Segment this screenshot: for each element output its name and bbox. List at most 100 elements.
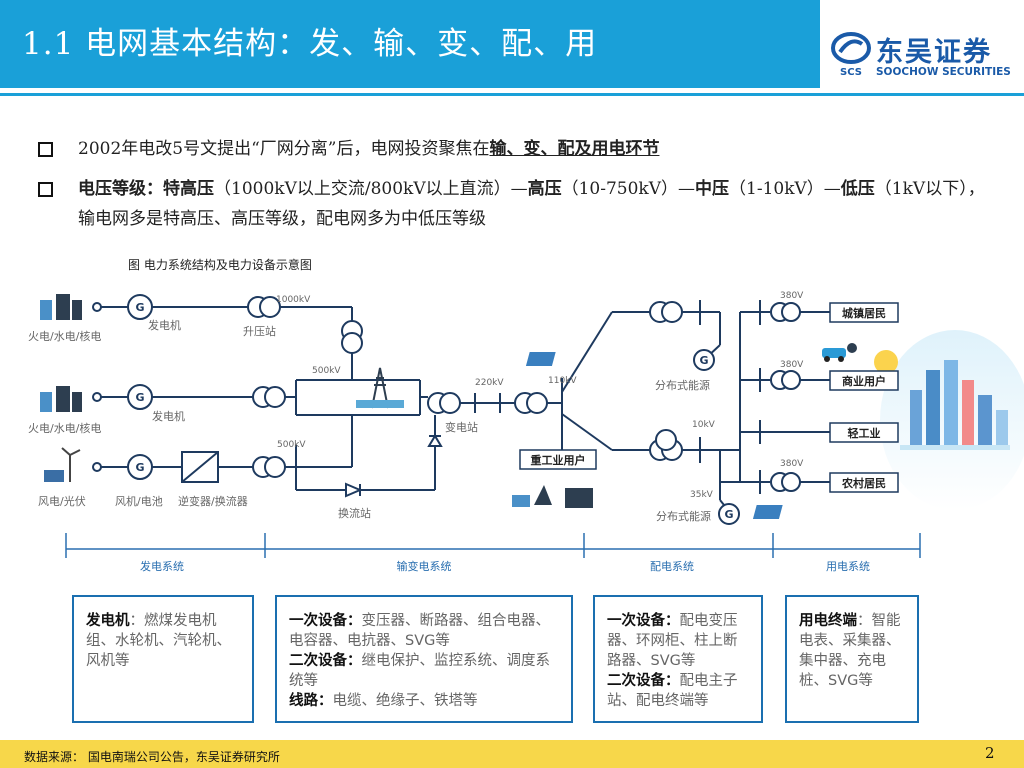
page-title: 1.1 电网基本结构：发、输、变、配、用	[22, 26, 598, 62]
user-light-industry: 轻工业	[848, 426, 881, 440]
bullet-2-text: 电压等级：特高压（1000kV以上交流/800kV以上直流）—高压（10-750…	[78, 174, 998, 234]
section-consumption: 用电系统	[826, 560, 870, 573]
logo-english-name: SOOCHOW SECURITIES	[876, 66, 1011, 78]
header-divider	[0, 93, 1024, 96]
section-transmission: 输变电系统	[397, 559, 452, 573]
box3-line-1: 一次设备：配电变压器、环网柜、柱上断路器、SVG等	[607, 611, 751, 671]
power-system-diagram: G G G G G 火电/水电/核电 火电/水电/核电 风电	[28, 291, 1024, 573]
generator-g-5: G	[724, 508, 733, 521]
user-rural-residents: 农村居民	[841, 476, 886, 490]
consumption-equipment-box: 用电终端：智能电表、采集器、集中器、充电桩、SVG等	[785, 595, 919, 723]
logo-abbr: SCS	[840, 67, 862, 78]
box1-sep: ：	[129, 613, 145, 629]
uhv-label: 特高压	[163, 179, 214, 199]
distributed-energy-label-2: 分布式能源	[656, 509, 711, 523]
voltage-level-label: 电压等级：	[78, 179, 163, 199]
inverter-label: 逆变器/换流器	[178, 494, 248, 508]
wind-solar-icon	[44, 447, 81, 482]
generator-label-3: 风机/电池	[115, 494, 163, 508]
bullet-1: 2002年电改5号文提出“厂网分离”后，电网投资聚焦在输、变、配及用电环节	[38, 134, 998, 164]
lv-desc: （1kV以下），输电网多是特高压、高压等级，配电网多为中低压等级	[78, 179, 985, 229]
header-banner: 1.1 电网基本结构：发、输、变、配、用	[0, 0, 820, 88]
bullet-2: 电压等级：特高压（1000kV以上交流/800kV以上直流）—高压（10-750…	[38, 174, 998, 238]
voltage-220kv: 220kV	[475, 378, 504, 388]
boost-station-label: 升压站	[243, 324, 276, 338]
bullet-1-text: 2002年电改5号文提出“厂网分离”后，电网投资聚焦在输、变、配及用电环节	[78, 134, 998, 164]
car-icon	[822, 343, 857, 362]
source-label-2: 火电/水电/核电	[28, 421, 101, 435]
box1-text: 燃煤发电机组、水轮机、汽轮机、风机等	[86, 613, 231, 669]
transmission-ring	[295, 307, 562, 498]
lv-label: 低压	[840, 179, 875, 199]
page-number: 2	[985, 744, 995, 762]
box3-key1: 一次设备：	[607, 613, 680, 629]
box2-text3: 电缆、绝缘子、铁塔等	[332, 693, 478, 709]
gen-row-2	[92, 384, 296, 410]
section-generation: 发电系统	[140, 559, 184, 573]
heavy-industry-user: 重工业用户	[531, 453, 586, 467]
uhv-desc: （1000kV以上交流/800kV以上直流）—	[214, 179, 528, 199]
box4-text: 智能电表、采集器、集中器、充电桩、SVG等	[799, 613, 901, 689]
generator-g-3: G	[135, 461, 144, 474]
source-label-3: 风电/光伏	[38, 494, 86, 508]
source-label-1: 火电/水电/核电	[28, 329, 101, 343]
gen-row-3	[92, 451, 296, 483]
thermal-plant-icon	[40, 294, 82, 320]
mv-desc: （1-10kV）—	[729, 179, 841, 199]
distribution-network	[559, 300, 830, 511]
transmission-equipment-box: 一次设备：变压器、断路器、组合电器、电容器、电抗器、SVG等 二次设备：继电保护…	[275, 595, 573, 723]
generator-label-2: 发电机	[152, 409, 185, 423]
box2-line-1: 一次设备：变压器、断路器、组合电器、电容器、电抗器、SVG等	[289, 611, 561, 651]
converter-station-label: 换流站	[338, 506, 371, 520]
heavy-industry-icon	[512, 485, 593, 508]
section-axis	[65, 533, 921, 558]
box3-key2: 二次设备：	[607, 673, 680, 689]
box2-key2: 二次设备：	[289, 653, 362, 669]
footer-bar	[0, 740, 1024, 768]
gen-row-1	[92, 294, 352, 320]
generation-equipment-box: 发电机：燃煤发电机组、水轮机、汽轮机、风机等	[72, 595, 254, 723]
bullet-square-icon	[38, 182, 53, 197]
distribution-equipment-box: 一次设备：配电变压器、环网柜、柱上断路器、SVG等 二次设备：配电主子站、配电终…	[593, 595, 763, 723]
solar-panel-icon	[525, 352, 783, 519]
voltage-500kv-a: 500kV	[312, 366, 341, 376]
bullet-1-part1: 2002年电改5号文提出“厂网分离”后，电网投资聚焦在	[78, 139, 490, 159]
box2-text1: 变压器、断路器、组合电器、电容器、电抗器、SVG等	[289, 613, 550, 649]
user-urban-residents: 城镇居民	[842, 306, 886, 320]
box4-key: 用电终端	[799, 613, 857, 629]
distributed-energy-label-1: 分布式能源	[655, 378, 710, 392]
voltage-10kv: 10kV	[692, 420, 716, 430]
generator-g-4: G	[699, 354, 708, 367]
substation-label: 变电站	[445, 420, 478, 434]
logo-chinese-name: 东吴证券	[876, 37, 992, 68]
voltage-500kv-b: 500kV	[277, 440, 306, 450]
box2-key1: 一次设备：	[289, 613, 362, 629]
voltage-1000kv: 1000kV	[276, 295, 311, 305]
voltage-380v-b: 380V	[780, 360, 804, 370]
logo-mark-icon: SCS	[831, 32, 871, 78]
transmission-tower-icon	[356, 367, 404, 409]
hv-desc: （10-750kV）—	[561, 179, 696, 199]
box4-sep: ：	[857, 613, 872, 629]
hv-label: 高压	[527, 179, 562, 199]
voltage-35kv: 35kV	[690, 490, 714, 500]
data-source: 数据来源： 国电南瑞公司公告，东吴证券研究所	[24, 750, 280, 764]
thermal-plant-icon-2	[40, 386, 82, 412]
box3-text2: 配电主子站、配电终端等	[607, 673, 738, 709]
mv-label: 中压	[695, 179, 730, 199]
section-distribution: 配电系统	[650, 560, 694, 573]
voltage-110kv: 110kV	[548, 376, 577, 386]
generator-g-1: G	[135, 301, 144, 314]
voltage-380v-c: 380V	[780, 459, 804, 469]
box2-key3: 线路：	[289, 693, 333, 709]
bullet-1-emphasis: 输、变、配及用电环节	[489, 139, 660, 159]
box3-text1: 配电变压器、环网柜、柱上断路器、SVG等	[607, 613, 738, 669]
box1-key: 发电机	[86, 613, 130, 629]
generator-label-1: 发电机	[148, 318, 181, 332]
city-skyline-icon	[874, 330, 1024, 510]
user-commercial: 商业用户	[842, 374, 886, 388]
generator-g-2: G	[135, 391, 144, 404]
voltage-380v-a: 380V	[780, 291, 804, 301]
figure-caption: 图 电力系统结构及电力设备示意图	[128, 258, 312, 272]
box2-text2: 继电保护、监控系统、调度系统等	[289, 653, 550, 689]
